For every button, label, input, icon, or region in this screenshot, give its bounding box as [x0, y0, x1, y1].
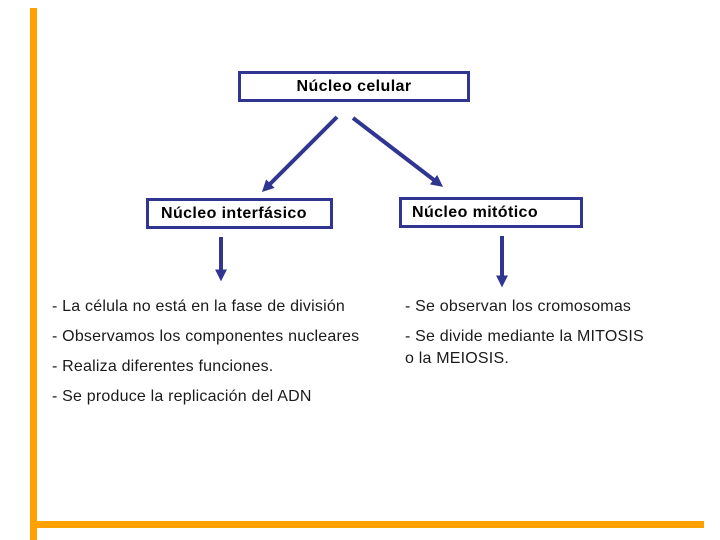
node-nucleo-mitotico-label: Núcleo mitótico [412, 203, 539, 221]
interfasico-bullet-list: - La célula no está en la fase de divisi… [52, 296, 397, 416]
bullet-item: - La célula no está en la fase de divisi… [52, 298, 346, 315]
node-nucleo-interfasico-label: Núcleo interfásico [161, 204, 307, 222]
node-nucleo-celular-label: Núcleo celular [296, 77, 412, 95]
node-nucleo-interfasico: Núcleo interfásico [146, 198, 333, 229]
arrow-root-to-interfasico [261, 115, 339, 193]
bullet-item: - Se divide mediante la MITOSIS o la MEI… [405, 328, 644, 367]
node-nucleo-celular: Núcleo celular [238, 71, 470, 102]
frame-bottom-bar [30, 521, 704, 528]
bullet-item: - Realiza diferentes funciones. [52, 358, 274, 375]
node-nucleo-mitotico: Núcleo mitótico [399, 197, 583, 228]
mitotico-bullet-list: - Se observan los cromosomas - Se divide… [405, 296, 653, 378]
arrow-root-to-mitotico [351, 116, 444, 187]
bullet-item: - Se observan los cromosomas [405, 298, 632, 315]
frame-left-bar [30, 8, 37, 540]
bullet-item: - Se produce la replicación del ADN [52, 388, 312, 405]
bullet-item: - Observamos los componentes nucleares [52, 328, 360, 345]
